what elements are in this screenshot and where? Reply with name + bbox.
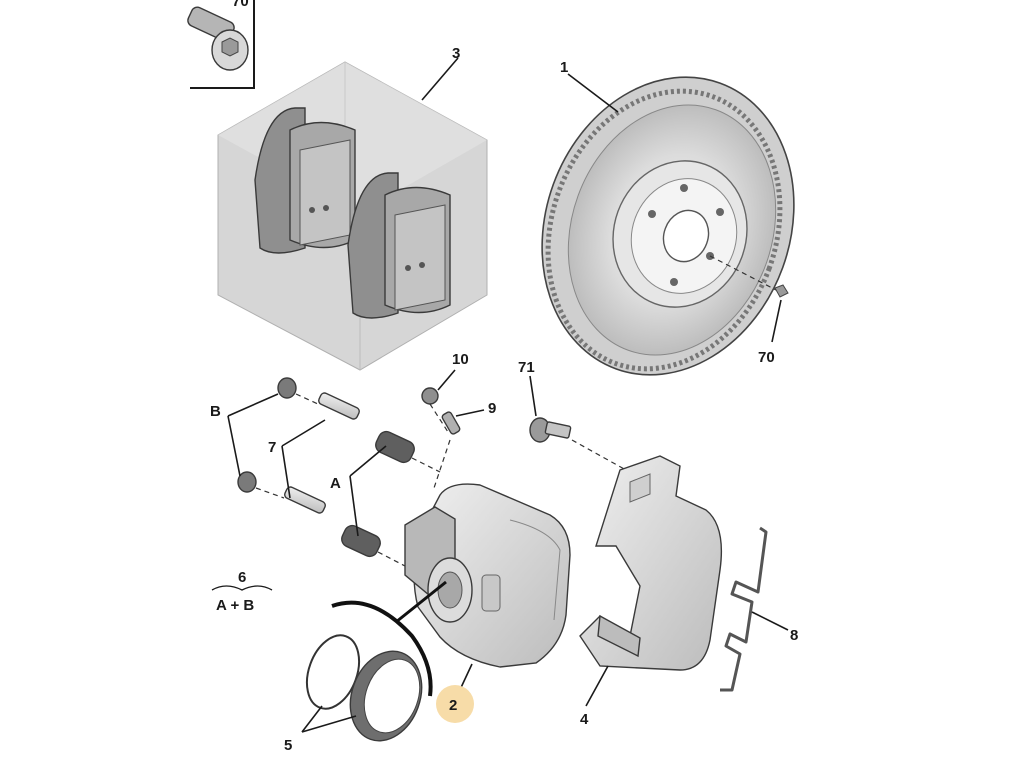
callout-2-badge: 2 <box>436 685 474 723</box>
callout-7: 7 <box>268 439 276 456</box>
bleed-screw-9: 9 <box>429 400 496 489</box>
bolt-71: 71 <box>518 359 627 471</box>
kit-6-label: 6 A + B <box>211 569 273 614</box>
callout-6: 6 <box>238 569 246 586</box>
callout-A: A <box>330 475 341 492</box>
callout-5: 5 <box>284 737 292 754</box>
callout-70-top: 70 <box>232 0 249 10</box>
callout-1: 1 <box>560 59 568 76</box>
brake-disc: 1 <box>541 59 795 376</box>
seal-kit-5: 5 <box>284 580 447 754</box>
callout-2: 2 <box>449 697 457 714</box>
callout-10: 10 <box>452 351 469 368</box>
callout-B: B <box>210 403 221 420</box>
disc-screw-70: 70 <box>709 255 789 366</box>
brake-caliper <box>404 483 571 695</box>
callout-4: 4 <box>580 711 589 728</box>
anti-rattle-spring: 8 <box>720 526 798 692</box>
callout-3: 3 <box>452 45 460 62</box>
brake-pad-left <box>254 107 356 254</box>
callout-8: 8 <box>790 627 798 644</box>
inset-screw-box: 70 <box>187 0 255 89</box>
callout-70: 70 <box>758 349 775 366</box>
screw-70-inset <box>187 6 249 71</box>
callout-9: 9 <box>488 400 496 417</box>
guide-pin-set: B 7 A <box>210 377 441 581</box>
brake-pad-right <box>347 172 451 319</box>
bleed-cap-10: 10 <box>421 351 469 405</box>
callout-71: 71 <box>518 359 535 376</box>
callout-6-formula: A + B <box>216 597 254 614</box>
highlight-circle <box>436 685 474 723</box>
caliper-bracket: 4 <box>579 455 723 728</box>
brake-pads-box: 3 <box>217 45 488 371</box>
